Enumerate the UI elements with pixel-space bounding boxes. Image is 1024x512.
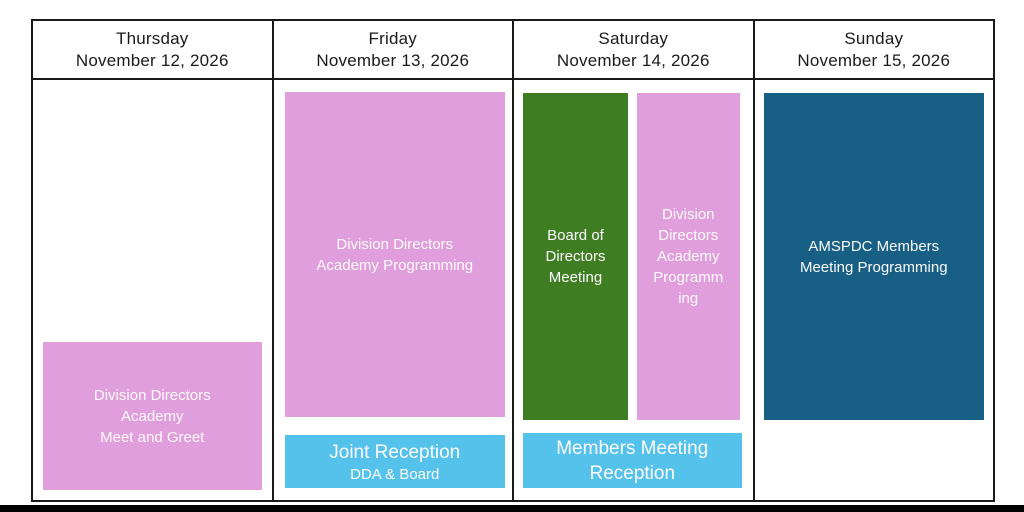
date-label: November 15, 2026 (797, 50, 951, 70)
column-thursday: Thursday November 12, 2026 Division Dire… (33, 21, 272, 500)
column-header-sunday: Sunday November 15, 2026 (754, 21, 993, 80)
day-label: Thursday (116, 28, 189, 48)
column-header-friday: Friday November 13, 2026 (273, 21, 512, 80)
day-label: Sunday (844, 28, 904, 48)
column-friday: Friday November 13, 2026 Division Direct… (271, 21, 513, 500)
column-body-saturday: Board of Directors Meeting Division Dire… (514, 80, 753, 500)
event-label: Board of Directors Meeting (545, 227, 606, 286)
bottom-divider-bar (0, 505, 1024, 512)
event-joint-reception: Joint Reception DDA & Board (284, 435, 505, 488)
column-sunday: Sunday November 15, 2026 AMSPDC Members … (752, 21, 994, 500)
event-label: Joint Reception (329, 441, 461, 463)
day-label: Saturday (598, 28, 669, 48)
column-header-saturday: Saturday November 14, 2026 (514, 21, 753, 80)
saturday-parallel-events: Board of Directors Meeting Division Dire… (523, 93, 740, 420)
event-dda-meet-and-greet: Division Directors Academy Meet and Gree… (43, 342, 262, 490)
column-body-sunday: AMSPDC Members Meeting Programming (755, 80, 994, 500)
event-dda-programming-saturday: Division Directors Academy Programm ing (637, 93, 740, 420)
column-header-thursday: Thursday November 12, 2026 (33, 21, 272, 80)
event-board-of-directors-meeting: Board of Directors Meeting (523, 93, 628, 420)
column-body-thursday: Division Directors Academy Meet and Gree… (33, 80, 272, 500)
event-label: Division Directors Academy Meet and Gree… (93, 386, 211, 446)
event-label: Members Meeting Reception (556, 437, 709, 484)
date-label: November 13, 2026 (316, 50, 470, 70)
date-label: November 12, 2026 (75, 50, 229, 70)
column-saturday: Saturday November 14, 2026 Board of Dire… (512, 21, 753, 500)
day-label: Friday (368, 28, 417, 48)
event-label: Division Directors Academy Programming (316, 235, 474, 274)
event-members-meeting-reception: Members Meeting Reception (523, 433, 742, 488)
event-dda-programming-friday: Division Directors Academy Programming (284, 92, 505, 417)
event-sublabel: DDA & Board (350, 465, 440, 483)
event-label: Division Directors Academy Programm ing (653, 206, 724, 307)
date-label: November 14, 2026 (556, 50, 710, 70)
event-amspdc-members-meeting-programming: AMSPDC Members Meeting Programming (763, 93, 984, 420)
schedule-table: Thursday November 12, 2026 Division Dire… (31, 19, 995, 502)
column-body-friday: Division Directors Academy Programming J… (274, 80, 513, 500)
event-label: AMSPDC Members Meeting Programming (799, 237, 948, 276)
